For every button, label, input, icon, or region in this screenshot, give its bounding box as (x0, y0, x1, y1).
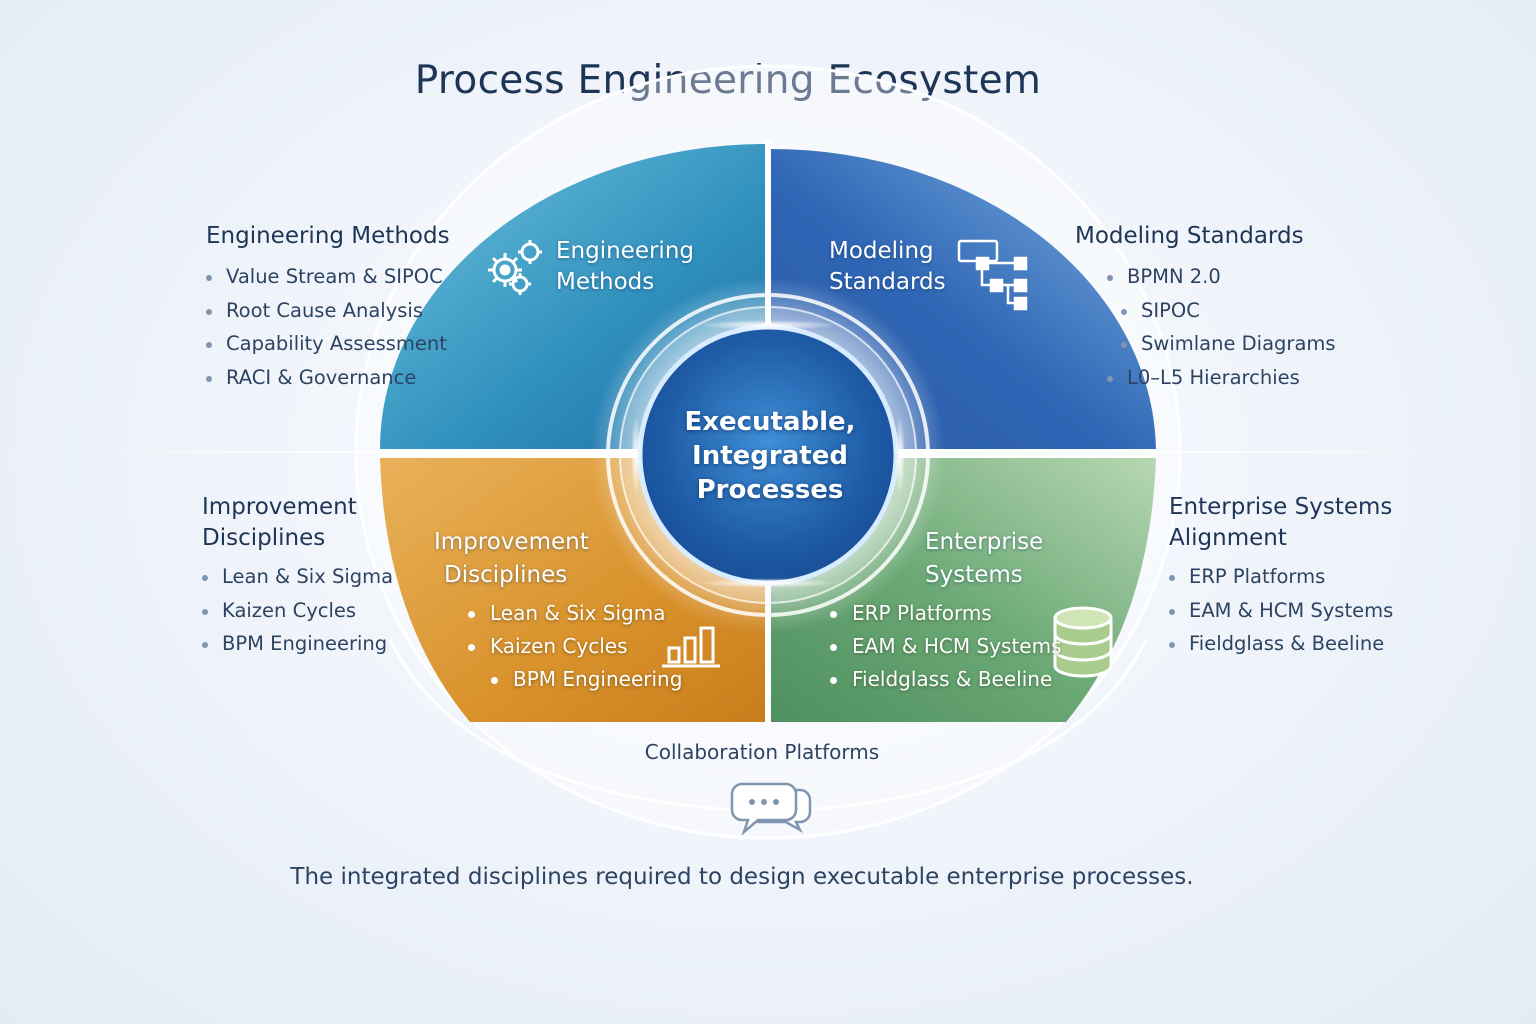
quadrant-label-modeling-standards: Modeling Standards (829, 236, 946, 298)
page-title: Process Engineering Ecosystem (414, 58, 1042, 103)
side-heading-line: Enterprise Systems (1169, 494, 1393, 520)
flare-left (631, 415, 641, 495)
flare-right (895, 415, 905, 495)
list-item: BPMN 2.0 (1107, 260, 1336, 294)
list-item: EAM & HCM Systems (1169, 594, 1393, 628)
list-item: Capability Assessment (206, 327, 450, 361)
center-label-line: Integrated (692, 441, 848, 471)
side-heading: Modeling Standards (1075, 223, 1304, 249)
side-list: ERP Platforms EAM & HCM Systems Fieldgla… (1169, 560, 1393, 661)
footer-caption: The integrated disciplines required to d… (290, 864, 1194, 890)
side-panel-enterprise-systems: Enterprise Systems Alignment ERP Platfor… (1169, 492, 1393, 661)
quadrant-label-line: Disciplines (444, 562, 568, 588)
list-item: Kaizen Cycles (468, 630, 682, 663)
flare-bottom (698, 578, 838, 588)
database-icon (1053, 606, 1113, 678)
list-item: BPM Engineering (202, 627, 393, 661)
flowchart-icon (957, 239, 1028, 311)
flare-top (698, 320, 838, 330)
quadrant-label-improvement-disciplines: Improvement Disciplines (434, 526, 589, 592)
side-heading-line: Alignment (1169, 525, 1287, 551)
side-heading-line: Improvement (202, 494, 357, 520)
quadrant-list-enterprise: ERP Platforms EAM & HCM Systems Fieldgla… (830, 597, 1062, 696)
quadrant-label-line: Standards (829, 269, 946, 295)
list-item: Lean & Six Sigma (468, 597, 682, 630)
chat-bubbles-icon (730, 782, 812, 836)
quadrant-label-engineering-methods: Engineering Methods (556, 236, 694, 298)
list-item: RACI & Governance (206, 361, 450, 395)
quadrant-label-line: Methods (556, 269, 655, 295)
list-item: SIPOC (1121, 294, 1336, 328)
list-item: Fieldglass & Beeline (1169, 627, 1393, 661)
bar-chart-icon (662, 626, 720, 668)
list-item: BPM Engineering (491, 663, 682, 696)
center-label: Executable, Integrated Processes (620, 405, 920, 507)
side-panel-engineering-methods: Engineering Methods Value Stream & SIPOC… (206, 221, 450, 394)
list-item: Fieldglass & Beeline (830, 663, 1062, 696)
list-item: Root Cause Analysis (206, 294, 450, 328)
quadrant-label-line: Engineering (556, 238, 694, 264)
quadrant-label-line: Systems (925, 562, 1023, 588)
list-item: L0–L5 Hierarchies (1107, 361, 1336, 395)
side-list: BPMN 2.0 SIPOC Swimlane Diagrams L0–L5 H… (1075, 260, 1336, 394)
side-heading: Improvement Disciplines (202, 492, 393, 554)
list-item: Swimlane Diagrams (1121, 327, 1336, 361)
side-list: Lean & Six Sigma Kaizen Cycles BPM Engin… (202, 560, 393, 661)
center-label-line: Processes (696, 475, 844, 505)
quadrant-list-improvement: Lean & Six Sigma Kaizen Cycles BPM Engin… (468, 597, 682, 696)
gears-icon (488, 240, 542, 295)
quadrant-label-line: Modeling (829, 238, 934, 264)
side-panel-modeling-standards: Modeling Standards BPMN 2.0 SIPOC Swimla… (1075, 221, 1336, 394)
list-item: Kaizen Cycles (202, 594, 393, 628)
list-item: ERP Platforms (1169, 560, 1393, 594)
list-item: ERP Platforms (830, 597, 1062, 630)
quadrant-label-line: Enterprise (925, 529, 1044, 555)
list-item: Value Stream & SIPOC (206, 260, 450, 294)
list-item: Lean & Six Sigma (202, 560, 393, 594)
side-list: Value Stream & SIPOC Root Cause Analysis… (206, 260, 450, 394)
center-ring-outer (606, 293, 930, 617)
side-panel-improvement-disciplines: Improvement Disciplines Lean & Six Sigma… (202, 492, 393, 661)
list-item: EAM & HCM Systems (830, 630, 1062, 663)
side-heading: Enterprise Systems Alignment (1169, 492, 1393, 554)
quadrant-label-enterprise-systems: Enterprise Systems (925, 526, 1043, 592)
side-heading: Engineering Methods (206, 223, 450, 249)
center-label-line: Executable, (684, 407, 856, 437)
collaboration-label: Collaboration Platforms (644, 740, 880, 764)
quadrant-label-line: Improvement (434, 529, 589, 555)
side-heading-line: Disciplines (202, 525, 326, 551)
